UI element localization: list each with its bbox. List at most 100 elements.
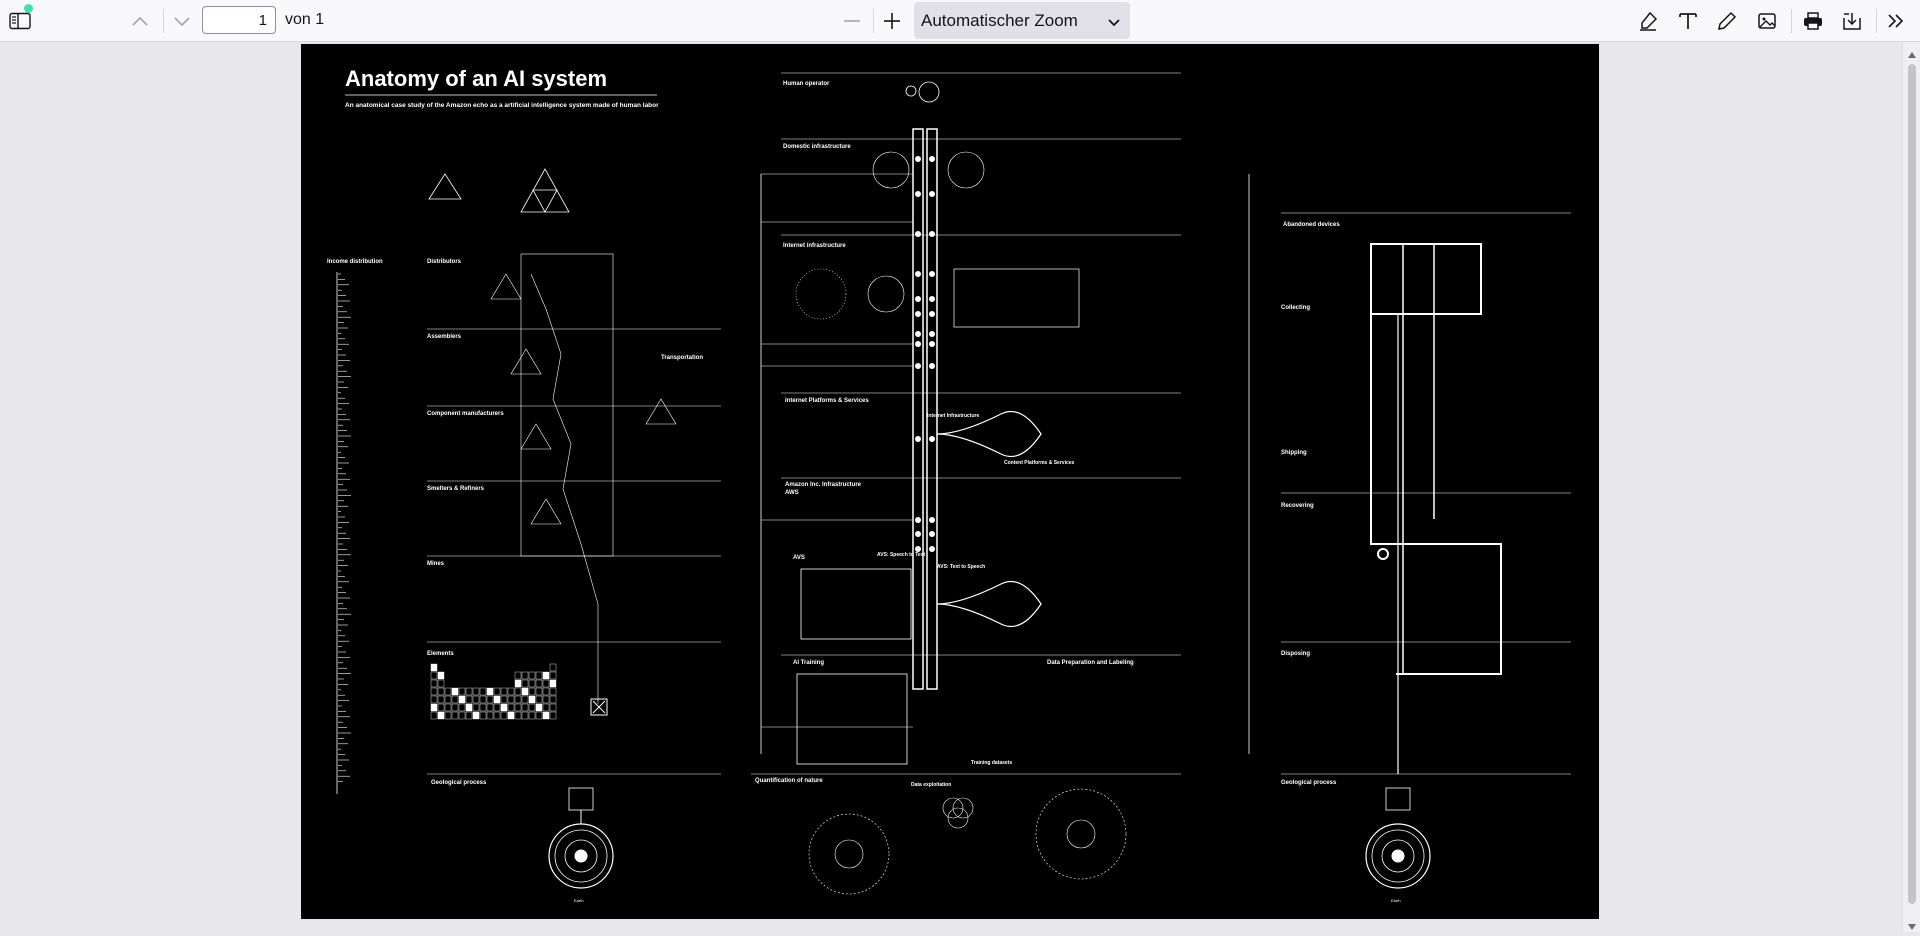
periodic-cell (486, 711, 494, 720)
more-tools-button[interactable] (1880, 5, 1912, 37)
section-internet-infrastructure: Internet infrastructure (783, 243, 846, 249)
print-icon (1802, 10, 1824, 32)
document-viewer[interactable]: Anatomy of an AI system An anatomical ca… (0, 42, 1902, 932)
periodic-cell (514, 695, 522, 704)
periodic-cell (451, 703, 459, 712)
section-component-manufacturers: Component manufacturers (427, 411, 504, 417)
zoom-in-button[interactable] (876, 5, 908, 37)
periodic-cell (479, 687, 487, 696)
periodic-cell (458, 711, 466, 720)
save-icon (1841, 10, 1863, 32)
pipe-node (929, 341, 935, 347)
periodic-cell (465, 703, 473, 712)
label-text-to-speech: AVS: Text to Speech (937, 564, 985, 570)
human-operator-icon (905, 81, 940, 103)
pipe-node (929, 156, 935, 162)
previous-page-button[interactable] (124, 5, 156, 37)
periodic-cell (542, 679, 550, 688)
section-geological-left: Geological process (431, 780, 487, 786)
periodic-cell (549, 679, 557, 688)
zoom-out-button[interactable] (836, 5, 868, 37)
periodic-cell (549, 711, 557, 720)
periodic-cell (521, 679, 529, 688)
add-text-button[interactable] (1672, 5, 1704, 37)
highlight-button[interactable] (1632, 5, 1664, 37)
periodic-cell (472, 703, 480, 712)
periodic-cell (458, 687, 466, 696)
periodic-cell (549, 703, 557, 712)
page-number-input[interactable] (202, 6, 276, 34)
periodic-cell (430, 679, 438, 688)
periodic-cell (514, 671, 522, 680)
periodic-cell (486, 703, 494, 712)
periodic-cell (514, 679, 522, 688)
notification-dot (24, 4, 33, 13)
vertical-scrollbar[interactable] (1902, 42, 1920, 932)
periodic-cell (444, 711, 452, 720)
periodic-cell (528, 695, 536, 704)
scrollbar-thumb[interactable] (1908, 64, 1916, 904)
minus-icon (843, 19, 861, 23)
periodic-cell (437, 695, 445, 704)
pipe-node (929, 296, 935, 302)
periodic-cell (542, 703, 550, 712)
periodic-cell (451, 711, 459, 720)
label-earth-right: Earth (1391, 898, 1401, 903)
pipe-node (915, 191, 921, 197)
add-image-button[interactable] (1751, 5, 1783, 37)
toolbar-divider (873, 9, 874, 33)
periodic-cell (500, 711, 508, 720)
sidebar-toggle-button[interactable] (4, 5, 36, 37)
periodic-cell (444, 695, 452, 704)
periodic-cell (493, 703, 501, 712)
periodic-cell (493, 695, 501, 704)
section-quantification: Quantification of nature (755, 778, 823, 784)
periodic-cell (521, 711, 529, 720)
periodic-cell (521, 687, 529, 696)
periodic-cell (472, 687, 480, 696)
section-ai-training: AI Training (793, 660, 824, 666)
scroll-up-icon[interactable] (1907, 46, 1917, 58)
section-income-distribution: Income distribution (327, 259, 383, 265)
chevron-down-icon (173, 15, 191, 27)
pipe-node (929, 331, 935, 337)
periodic-cell (528, 687, 536, 696)
periodic-cell (507, 711, 515, 720)
section-data-exploitation: Data exploitation (911, 782, 951, 788)
pipe-node (915, 156, 921, 162)
poster-graphic: Anatomy of an AI system An anatomical ca… (327, 66, 1571, 903)
next-page-button[interactable] (166, 5, 198, 37)
periodic-cell (549, 663, 557, 672)
periodic-cell (535, 703, 543, 712)
more-tools-icon (1886, 12, 1906, 30)
periodic-cell (535, 711, 543, 720)
periodic-cell (507, 695, 515, 704)
periodic-cell (521, 671, 529, 680)
save-button[interactable] (1836, 5, 1868, 37)
draw-button[interactable] (1711, 5, 1743, 37)
periodic-cell (430, 695, 438, 704)
pipe-node (915, 517, 921, 523)
scroll-down-icon[interactable] (1907, 918, 1917, 930)
section-internet-platforms: Internet Platforms & Services (785, 398, 869, 404)
toolbar-divider (1876, 9, 1877, 33)
periodic-cell (430, 663, 438, 672)
section-aws: AWS (785, 490, 799, 496)
periodic-cell (430, 703, 438, 712)
pipe-node (915, 296, 921, 302)
print-button[interactable] (1797, 5, 1829, 37)
supply-chain-lines (427, 253, 721, 775)
periodic-cell (472, 695, 480, 704)
label-internet-infrastructure: Internet Infrastructure (927, 413, 979, 419)
pipe-node (929, 231, 935, 237)
periodic-cell (486, 695, 494, 704)
periodic-cell (507, 703, 515, 712)
periodic-cell (493, 711, 501, 720)
periodic-cell (528, 703, 536, 712)
section-abandoned-devices: Abandoned devices (1283, 222, 1340, 228)
section-distributors: Distributors (427, 259, 462, 265)
periodic-cell (486, 687, 494, 696)
periodic-cell (437, 687, 445, 696)
zoom-select[interactable]: Automatischer Zoom (914, 2, 1130, 39)
periodic-cell (521, 703, 529, 712)
